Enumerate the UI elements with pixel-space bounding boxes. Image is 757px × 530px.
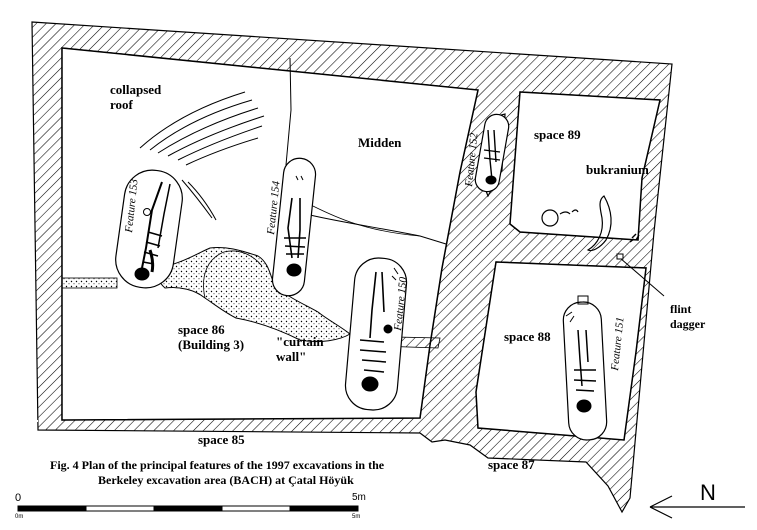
label-space-88: space 88 bbox=[504, 329, 551, 344]
label-midden: Midden bbox=[358, 135, 402, 150]
caption-line-1: Fig. 4 Plan of the principal features of… bbox=[50, 458, 385, 472]
scale-sublabel-5m: 5m bbox=[352, 514, 361, 520]
room-space-89 bbox=[509, 91, 661, 241]
label-bukranium: bukranium bbox=[586, 162, 649, 177]
burial-feature-151 bbox=[562, 295, 608, 441]
label-space-89: space 89 bbox=[534, 127, 581, 142]
scale-label-5m: 5m bbox=[352, 492, 366, 503]
label-space-86: space 86 (Building 3) bbox=[178, 322, 245, 352]
label-flint-dagger: flint dagger bbox=[670, 302, 706, 331]
bukranium-drawing bbox=[541, 195, 640, 252]
label-space-87: space 87 bbox=[488, 457, 535, 472]
scale-bar bbox=[17, 505, 359, 512]
label-space-85: space 85 bbox=[198, 432, 245, 447]
burial-feature-154 bbox=[271, 157, 317, 297]
collapsed-roof-text: collapsed roof bbox=[110, 82, 162, 112]
caption-line-2: Berkeley excavation area (BACH) at Çatal… bbox=[98, 473, 354, 487]
label-curtain-wall: "curtain wall" bbox=[276, 334, 324, 364]
label-collapsed-roof: collapsed roof bbox=[110, 82, 161, 112]
collapsed-roof-strokes bbox=[139, 91, 265, 221]
scale-sublabel-0m: 0m bbox=[15, 514, 24, 520]
north-label: N bbox=[700, 480, 716, 505]
north-arrow bbox=[649, 495, 745, 519]
burial-feature-150 bbox=[344, 257, 408, 411]
burial-feature-153 bbox=[115, 169, 183, 289]
figure-caption: Fig. 4 Plan of the principal features of… bbox=[50, 458, 384, 488]
flint-dagger-leader bbox=[619, 257, 665, 297]
scale-label-0: 0 bbox=[15, 492, 22, 504]
burial-feature-152 bbox=[474, 113, 510, 193]
